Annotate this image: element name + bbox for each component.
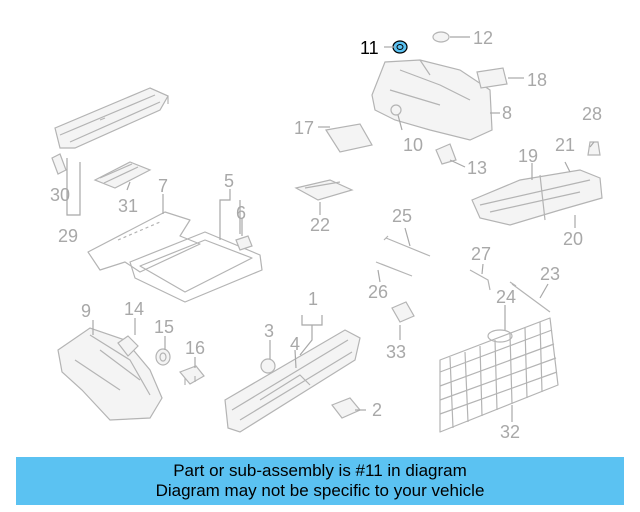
callout-30: 30 (50, 185, 70, 205)
grommet-15 (155, 348, 171, 366)
banner-line-1: Part or sub-assembly is #11 in diagram (173, 461, 467, 480)
hook-27 (469, 269, 491, 291)
callout-11-highlighted: 11 (360, 38, 379, 58)
callout-23: 23 (540, 264, 560, 284)
jack-25 (383, 235, 431, 257)
clip-2 (331, 397, 361, 419)
part-info-banner: Part or sub-assembly is #11 in diagram D… (16, 457, 624, 505)
trunk-side-trim-8 (371, 59, 493, 141)
callout-26: 26 (368, 282, 388, 302)
small-bracket-30 (51, 153, 67, 175)
callout-25: 25 (392, 206, 412, 226)
bracket-22 (294, 179, 354, 201)
callout-6: 6 (236, 203, 246, 223)
bolt-28 (587, 141, 601, 156)
fastener-16 (178, 365, 205, 385)
sill-plate-1 (224, 329, 361, 433)
callout-1: 1 (308, 289, 318, 309)
screw-10 (390, 104, 402, 116)
cargo-net-32 (439, 317, 559, 433)
callout-5: 5 (224, 171, 234, 191)
callout-10: 10 (403, 135, 423, 155)
callout-3: 3 (264, 321, 274, 341)
rear-shelf-panel (54, 87, 169, 149)
callout-2: 2 (372, 400, 382, 420)
bracket-13 (435, 143, 457, 165)
plug-12 (432, 31, 450, 43)
callout-16: 16 (185, 338, 205, 358)
callout-7: 7 (158, 176, 168, 196)
callout-27: 27 (471, 244, 491, 264)
callout-15: 15 (154, 317, 174, 337)
callout-14: 14 (124, 299, 144, 319)
callout-9: 9 (81, 301, 91, 321)
floor-mat-7 (87, 211, 201, 273)
bracket-33 (391, 301, 415, 323)
callout-21: 21 (555, 135, 575, 155)
hook-14 (117, 335, 139, 357)
callout-4: 4 (290, 334, 300, 354)
callout-19: 19 (518, 146, 538, 166)
callout-33: 33 (386, 342, 406, 362)
callout-22: 22 (310, 215, 330, 235)
clip-6 (235, 235, 253, 251)
cover-18 (476, 67, 508, 89)
side-trim-9 (57, 327, 163, 421)
callout-17: 17 (294, 118, 314, 138)
floor-mat-5 (129, 231, 263, 303)
callout-12: 12 (473, 28, 493, 48)
exploded-parts-diagram: 1 2 3 4 5 6 7 8 9 10 11 12 13 14 15 16 1… (50, 28, 603, 442)
retainer-11-highlighted (392, 40, 408, 54)
tool-26 (375, 261, 413, 277)
callout-20: 20 (563, 229, 583, 249)
rod-23 (509, 281, 551, 313)
grommet-3 (260, 358, 276, 374)
callout-31: 31 (118, 196, 138, 216)
callout-28: 28 (582, 104, 602, 124)
callout-32: 32 (500, 422, 520, 442)
callout-18: 18 (527, 70, 547, 90)
callout-13: 13 (467, 158, 487, 178)
callout-29: 29 (58, 226, 78, 246)
tray-31 (93, 161, 152, 189)
trunk-tray-19 (471, 169, 603, 226)
banner-line-2: Diagram may not be specific to your vehi… (155, 481, 485, 500)
callout-8: 8 (502, 103, 512, 123)
pad-17 (325, 123, 373, 153)
strap-24 (487, 329, 513, 343)
callout-24: 24 (496, 287, 516, 307)
